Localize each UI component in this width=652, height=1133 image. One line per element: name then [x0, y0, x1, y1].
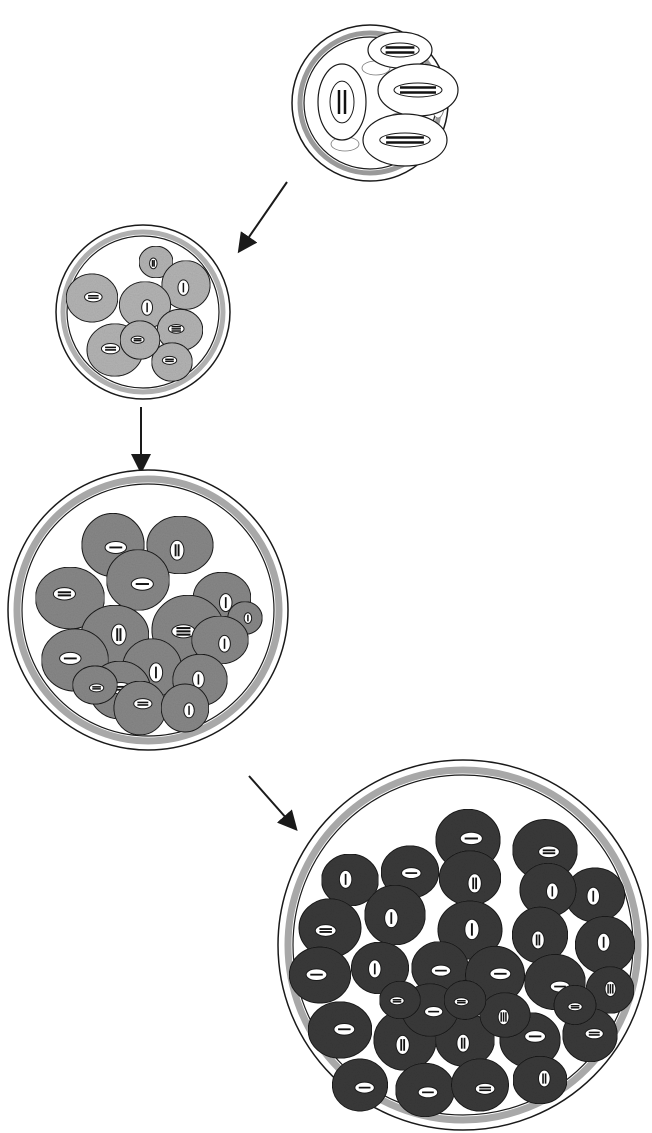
- cell: [575, 916, 634, 973]
- cell: [439, 851, 501, 906]
- cell-nucleus: [418, 1087, 438, 1098]
- cell-nucleus: [339, 870, 351, 888]
- cell-nucleus: [380, 133, 430, 147]
- cell-nucleus: [53, 588, 75, 600]
- cell-nucleus: [105, 541, 126, 553]
- cell-nucleus: [431, 965, 451, 976]
- cell: [120, 321, 160, 360]
- cell: [318, 64, 366, 140]
- cell-nucleus: [498, 1009, 509, 1025]
- cell-nucleus: [184, 703, 194, 718]
- cell: [451, 1059, 508, 1111]
- cell-nucleus: [394, 83, 442, 97]
- cell-nucleus: [460, 832, 482, 844]
- cell-nucleus: [89, 684, 103, 692]
- cell: [114, 681, 166, 735]
- cell: [308, 1002, 372, 1058]
- cell-nucleus: [385, 909, 398, 928]
- cell-nucleus: [475, 1083, 495, 1094]
- cell: [368, 32, 432, 68]
- cell-nucleus: [369, 960, 381, 978]
- cell-nucleus: [150, 258, 157, 269]
- cell: [380, 981, 421, 1019]
- cell: [554, 985, 596, 1024]
- cell-nucleus: [131, 336, 144, 343]
- cell-nucleus: [390, 997, 404, 1005]
- cell-nucleus: [60, 652, 81, 664]
- cell: [332, 1059, 387, 1111]
- cell-nucleus: [538, 1070, 550, 1087]
- cell: [480, 993, 530, 1038]
- arrow-1: [240, 182, 287, 250]
- cell-nucleus: [244, 613, 251, 624]
- cell: [363, 114, 447, 166]
- cell-nucleus: [396, 1035, 409, 1054]
- cell-nucleus: [525, 1031, 546, 1043]
- cell: [289, 947, 350, 1003]
- cell-nucleus: [468, 874, 481, 893]
- cell: [444, 980, 486, 1019]
- cell-nucleus: [134, 699, 152, 709]
- cell: [161, 684, 209, 732]
- cell: [66, 274, 118, 322]
- cell-nucleus: [142, 300, 153, 316]
- cell-nucleus: [131, 578, 153, 590]
- cell-nucleus: [402, 868, 422, 879]
- cell-nucleus: [162, 356, 176, 364]
- cell-nucleus: [605, 981, 616, 997]
- cell-nucleus: [306, 969, 327, 981]
- cell-nucleus: [465, 919, 479, 939]
- cell-nucleus: [315, 925, 336, 937]
- cell-nucleus: [454, 998, 468, 1006]
- cell-nucleus: [168, 324, 184, 333]
- cell-nucleus: [178, 280, 189, 296]
- cell-nucleus: [355, 1082, 375, 1093]
- cell-nucleus: [490, 968, 511, 980]
- cell-nucleus: [532, 931, 544, 949]
- cell-nucleus: [85, 292, 103, 302]
- cell-nucleus: [597, 933, 609, 951]
- cell-nucleus: [101, 344, 119, 354]
- cell-nucleus: [568, 1003, 582, 1011]
- cell-nucleus: [334, 1023, 355, 1035]
- cell-nucleus: [539, 846, 560, 858]
- cell: [73, 666, 118, 704]
- cell-nucleus: [457, 1034, 469, 1052]
- cell-nucleus: [547, 883, 559, 900]
- cell-nucleus: [170, 540, 184, 560]
- cell-nucleus: [585, 1029, 603, 1039]
- cell-nucleus: [587, 887, 599, 905]
- cell: [107, 550, 170, 611]
- cell: [396, 1063, 455, 1116]
- cell-nucleus: [381, 43, 419, 57]
- cell: [513, 1056, 567, 1104]
- cell: [365, 885, 426, 945]
- cell-nucleus: [425, 1007, 443, 1017]
- cell-nucleus: [330, 81, 354, 123]
- cell-nucleus: [149, 663, 162, 682]
- arrow-3: [249, 776, 295, 828]
- cell: [378, 64, 458, 116]
- cell-nucleus: [112, 624, 127, 645]
- cell-nucleus: [219, 635, 231, 652]
